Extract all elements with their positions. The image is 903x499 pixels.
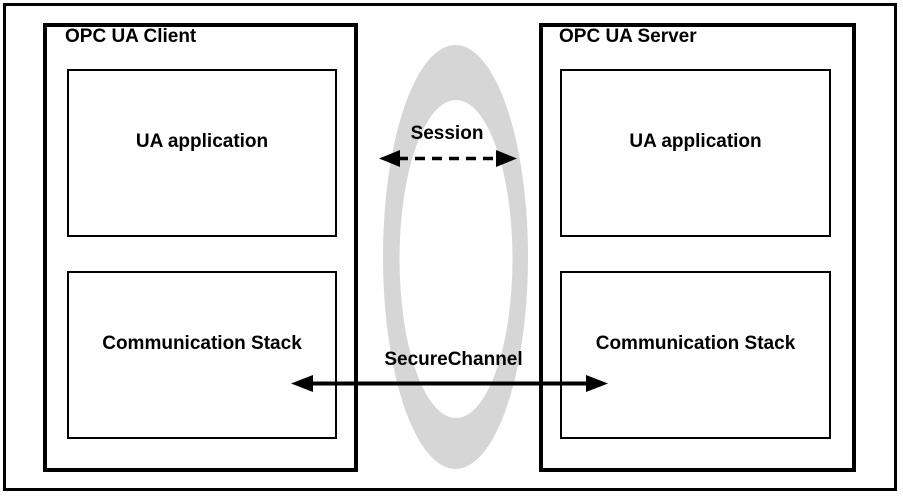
secure-channel-arrow-head-right xyxy=(586,375,608,392)
tunnel-ellipse-inner xyxy=(399,100,513,418)
server-ua-application-label: UA application xyxy=(629,131,762,152)
server-box: OPC UA Server UA application Communicati… xyxy=(539,23,856,472)
outer-frame xyxy=(3,3,897,491)
session-label: Session xyxy=(410,123,484,144)
session-arrow-head-left xyxy=(379,150,400,167)
secure-channel-arrow xyxy=(291,375,608,392)
client-ua-application-label: UA application xyxy=(135,131,269,152)
secure-channel-arrow-head-left xyxy=(291,375,313,392)
session-arrow-head-right xyxy=(496,150,517,167)
server-title: OPC UA Server xyxy=(559,26,697,47)
client-communication-stack-label: Communication Stack xyxy=(102,333,302,354)
client-box: OPC UA Client UA application Communicati… xyxy=(43,23,358,472)
server-communication-stack-box: Communication Stack xyxy=(560,271,831,439)
client-ua-application-box: UA application xyxy=(67,69,337,237)
session-arrow xyxy=(379,150,517,167)
server-communication-stack-label: Communication Stack xyxy=(595,333,796,354)
server-ua-application-box: UA application xyxy=(560,69,831,237)
client-title: OPC UA Client xyxy=(65,26,197,47)
secure-channel-label: SecureChannel xyxy=(384,349,523,370)
client-communication-stack-box: Communication Stack xyxy=(67,271,337,439)
